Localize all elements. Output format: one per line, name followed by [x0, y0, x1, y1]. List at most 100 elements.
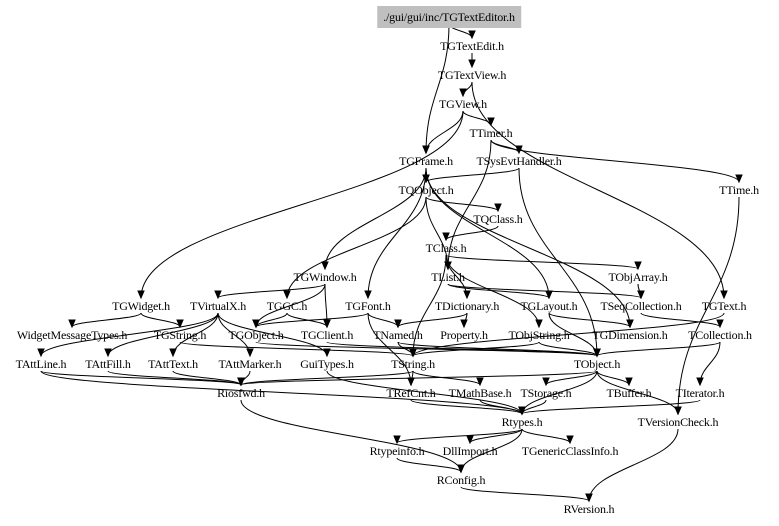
edge-riosfwd-to-rconfig	[240, 399, 462, 473]
node-tvirtualx[interactable]: TVirtualX.h	[189, 299, 247, 313]
node-tbuffer[interactable]: TBuffer.h	[606, 386, 652, 400]
edge-tlist-to-tglayout	[447, 283, 550, 299]
node-ttime[interactable]: TTime.h	[719, 183, 759, 197]
edge-tlist-to-tseqcollection	[447, 283, 642, 299]
node-tqclass[interactable]: TQClass.h	[473, 212, 523, 226]
edge-tglayout-to-tgdimension	[548, 312, 631, 328]
edge-tobject-to-tstorage	[545, 370, 598, 386]
node-rtypes[interactable]: Rtypes.h	[501, 415, 543, 429]
node-tattmarker[interactable]: TAttMarker.h	[218, 357, 282, 371]
edge-tqobject-to-tqclass	[425, 196, 499, 212]
edge-tqclass-to-tclass	[445, 225, 499, 241]
arrowhead-icon	[323, 319, 331, 329]
edge-tgfont-to-tnamed	[367, 312, 399, 328]
edge-tdictionary-to-tnamed	[397, 312, 468, 328]
arrowhead-icon	[735, 174, 743, 184]
arrowhead-icon	[407, 377, 415, 387]
edge-tgview-to-tgframe	[425, 110, 464, 154]
node-tobjstring[interactable]: TObjString.h	[508, 328, 570, 342]
node-tclass[interactable]: TClass.h	[425, 241, 467, 255]
node-tseqcollection[interactable]: TSeqCollection.h	[600, 299, 682, 313]
arrowhead-icon	[674, 406, 682, 416]
node-tggc[interactable]: TGGC.h	[266, 299, 308, 313]
arrowhead-icon	[634, 261, 642, 271]
arrowhead-icon	[476, 377, 484, 387]
node-tgview[interactable]: TGView.h	[439, 97, 487, 111]
edge-tsysevthandler-to-tobject	[518, 167, 598, 357]
node-tgtextedit[interactable]: TGTextEdit.h	[440, 39, 504, 53]
node-tglayout[interactable]: TGLayout.h	[520, 299, 578, 313]
edge-ttime-to-tversioncheck	[677, 196, 740, 415]
arrowhead-icon	[494, 203, 502, 213]
node-widgetmessagetypes[interactable]: WidgetMessageTypes.h	[16, 328, 128, 342]
arrowhead-icon	[37, 348, 45, 358]
edge-tgtexteditor-to-tgframe	[425, 23, 450, 154]
node-tversioncheck[interactable]: TVersionCheck.h	[637, 415, 719, 429]
node-tstring[interactable]: TString.h	[391, 357, 435, 371]
edge-tseqcollection-to-tcollection	[640, 312, 721, 328]
edge-tobject-to-tbuffer	[596, 370, 630, 386]
node-tnamed[interactable]: TNamed.h	[373, 328, 423, 342]
node-tgstring[interactable]: TGString.h	[153, 328, 207, 342]
arrowhead-icon	[518, 406, 526, 416]
node-tmathbase[interactable]: TMathBase.h	[448, 386, 512, 400]
node-trefcnt[interactable]: TRefCnt.h	[386, 386, 436, 400]
node-tgframe[interactable]: TGFrame.h	[399, 154, 453, 168]
node-tgdimension[interactable]: TGDimension.h	[592, 328, 668, 342]
node-tgfont[interactable]: TGFont.h	[345, 299, 391, 313]
node-riosfwd[interactable]: Riosfwd.h	[217, 386, 265, 400]
node-tgobject[interactable]: TGObject.h	[228, 328, 284, 342]
arrowhead-icon	[625, 377, 633, 387]
node-titerator[interactable]: TIterator.h	[675, 386, 725, 400]
node-tcollection[interactable]: TCollection.h	[688, 328, 752, 342]
node-tgtextview[interactable]: TGTextView.h	[437, 68, 507, 82]
node-rtypeinfo[interactable]: Rtypeinfo.h	[369, 444, 425, 458]
node-tqobject[interactable]: TQObject.h	[398, 183, 454, 197]
edge-tgview-to-tgwidget	[140, 110, 464, 299]
arrowhead-icon	[487, 117, 495, 127]
arrowhead-icon	[542, 377, 550, 387]
node-tlist[interactable]: TList.h	[431, 270, 465, 284]
node-tgclient[interactable]: TGClient.h	[300, 328, 354, 342]
arrowhead-icon	[214, 290, 222, 300]
node-tgenericclassinfo[interactable]: TGenericClassInfo.h	[521, 444, 619, 458]
edge-tgview-to-ttimer	[462, 110, 492, 126]
edge-titerator-to-rtypes	[521, 399, 701, 415]
node-property[interactable]: Property.h	[440, 328, 488, 342]
edge-tobjstring-to-tobject	[538, 341, 598, 357]
edge-tvirtualx-to-tattfill	[107, 312, 219, 357]
arrowhead-icon	[364, 290, 372, 300]
edge-trefcnt-to-rtypes	[410, 399, 523, 415]
edge-tclass-to-tstring	[412, 254, 447, 357]
arrowhead-icon	[394, 319, 402, 329]
arrowhead-icon	[460, 319, 468, 329]
node-tattline[interactable]: TAttLine.h	[15, 357, 67, 371]
node-tgtexteditor[interactable]: ./gui/gui/inc/TGTextEditor.h	[377, 6, 521, 28]
edge-tgtextview-to-tgtext	[471, 81, 725, 299]
arrowhead-icon	[466, 435, 474, 445]
node-tsysevthandler[interactable]: TSysEvtHandler.h	[476, 154, 562, 168]
node-tobjarray[interactable]: TObjArray.h	[608, 270, 668, 284]
edge-tgwindow-to-tvirtualx	[217, 283, 326, 299]
node-guitypes[interactable]: GuiTypes.h	[300, 357, 354, 371]
arrowhead-icon	[252, 319, 260, 329]
node-ttimer[interactable]: TTimer.h	[469, 126, 513, 140]
node-tgwindow[interactable]: TGWindow.h	[293, 270, 357, 284]
node-tstorage[interactable]: TStorage.h	[520, 386, 572, 400]
node-tattfill[interactable]: TAttFill.h	[85, 357, 131, 371]
node-tdictionary[interactable]: TDictionary.h	[434, 299, 500, 313]
node-tgtext[interactable]: TGText.h	[701, 299, 747, 313]
node-tobject[interactable]: TObject.h	[573, 357, 621, 371]
node-dllimport[interactable]: DllImport.h	[442, 444, 498, 458]
arrowhead-icon	[137, 290, 145, 300]
node-tatttext[interactable]: TAttText.h	[148, 357, 198, 371]
node-rversion[interactable]: RVersion.h	[563, 502, 615, 516]
arrowhead-icon	[626, 319, 634, 329]
arrowhead-icon	[442, 232, 450, 242]
edge-tgwidget-to-tgstring	[140, 312, 181, 328]
arrowhead-icon	[323, 348, 331, 358]
arrowhead-icon	[104, 348, 112, 358]
node-tgwidget[interactable]: TGWidget.h	[112, 299, 170, 313]
node-rconfig[interactable]: RConfig.h	[436, 473, 486, 487]
